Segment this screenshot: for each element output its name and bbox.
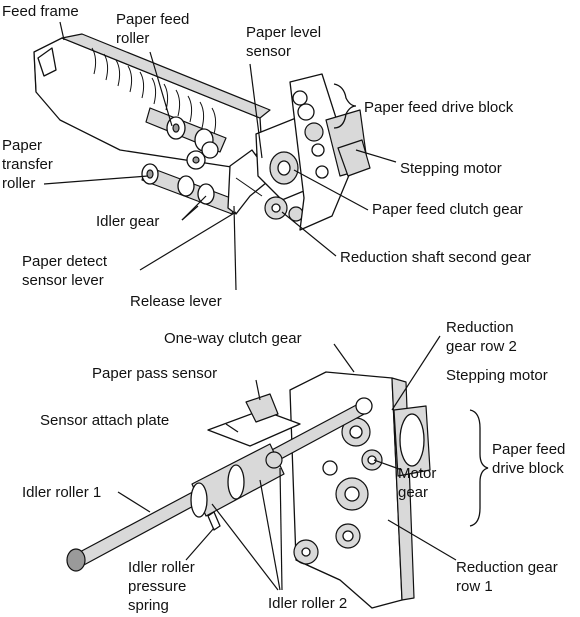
label-release-lever: Release lever (130, 293, 222, 310)
label-reduction-gear-row-1: Reduction gear row 1 (456, 559, 562, 595)
label-sensor-attach-plate: Sensor attach plate (40, 412, 169, 429)
label-stepping-motor-top: Stepping motor (400, 160, 502, 177)
label-paper-level-sensor: Paper level sensor (246, 24, 325, 60)
feed-frame-ribs (91, 47, 217, 135)
label-feed-frame: Feed frame (2, 3, 79, 20)
label-idler-roller-2: Idler roller 2 (268, 595, 347, 612)
label-idler-roller-pressure-spring: Idler roller pressure spring (128, 559, 199, 614)
label-paper-feed-drive-block: Paper feed drive block (364, 99, 514, 116)
label-paper-feed-roller: Paper feed roller (116, 11, 194, 47)
label-idler-roller-1: Idler roller 1 (22, 484, 101, 501)
label-one-way-clutch-gear: One-way clutch gear (164, 330, 302, 347)
bottom-leader-lines (117, 335, 457, 591)
label-reduction-gear-row-2: Reduction gear row 2 (446, 319, 518, 355)
label-paper-transfer-roller: Paper transfer roller (2, 137, 57, 192)
label-paper-detect-sensor-lever: Paper detect sensor lever (22, 253, 111, 289)
idler-gear-part (186, 141, 219, 170)
label-stepping-motor-bottom: Stepping motor (446, 367, 548, 384)
top-assembly-drawing (33, 33, 371, 231)
bottom-assembly-drawing (66, 371, 431, 609)
top-leader-lines (43, 21, 397, 291)
label-idler-gear: Idler gear (96, 213, 159, 230)
paper-transfer-roller-part (141, 163, 237, 215)
top-drive-block-brace (333, 83, 357, 129)
label-paper-feed-drive-block-bottom: Paper feed drive block (492, 441, 570, 477)
label-paper-pass-sensor: Paper pass sensor (92, 365, 217, 382)
label-reduction-shaft-second-gear: Reduction shaft second gear (340, 249, 531, 266)
label-motor-gear: Motor gear (398, 465, 441, 501)
bottom-drive-block-brace (469, 409, 489, 527)
label-paper-feed-clutch-gear: Paper feed clutch gear (372, 201, 523, 218)
